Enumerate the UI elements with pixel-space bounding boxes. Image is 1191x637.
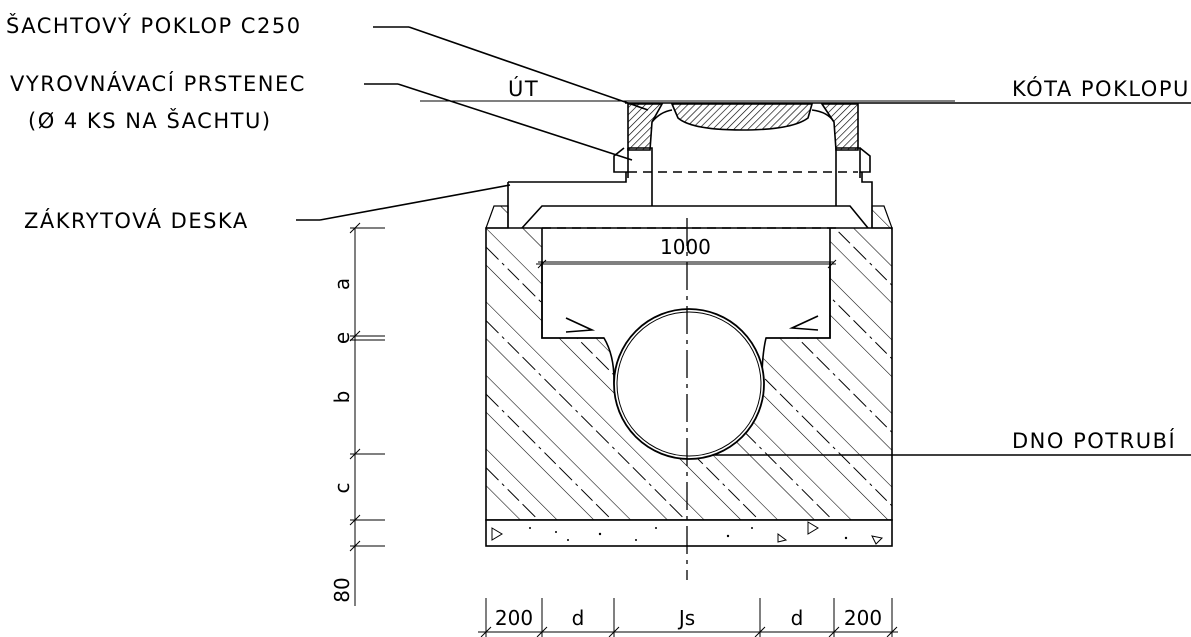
dim-80: 80 bbox=[330, 577, 354, 602]
manhole-cover bbox=[625, 102, 860, 151]
leveling-ring-label: VYROVNÁVACÍ PRSTENEC bbox=[10, 71, 306, 96]
pipe-bottom-label: DNO POTRUBÍ bbox=[1012, 428, 1176, 453]
cover-elevation-label: KÓTA POKLOPU bbox=[1012, 76, 1190, 101]
dim-c: c bbox=[330, 483, 354, 494]
leveling-ring-callout: VYROVNÁVACÍ PRSTENEC (Ø 4 KS NA ŠACHTU) bbox=[10, 71, 633, 161]
inner-width-value: 1000 bbox=[660, 235, 711, 259]
dim-200-left: 200 bbox=[495, 606, 533, 630]
terrain-level-label: ÚT bbox=[508, 76, 539, 101]
inner-width-dimension: 1000 bbox=[536, 235, 837, 269]
leveling-ring-note: (Ø 4 KS NA ŠACHTU) bbox=[28, 108, 272, 133]
manhole-cover-callout: ŠACHTOVÝ POKLOP C250 bbox=[6, 13, 649, 111]
cover-slab-label: ZÁKRYTOVÁ DESKA bbox=[24, 208, 249, 233]
dim-e: e bbox=[330, 332, 354, 344]
leveling-ring bbox=[613, 147, 871, 206]
cover-slab bbox=[485, 172, 893, 229]
horizontal-dimension-chain: 200 d Js d 200 bbox=[478, 598, 898, 637]
pipe-bottom-callout: DNO POTRUBÍ bbox=[686, 428, 1191, 456]
dim-b: b bbox=[330, 391, 354, 404]
dim-d-left: d bbox=[572, 606, 585, 630]
terrain-line: ÚT KÓTA POKLOPU bbox=[420, 76, 1191, 104]
dim-a: a bbox=[330, 278, 354, 290]
vertical-dimension-chain: a e b c 80 bbox=[330, 222, 385, 606]
dim-200-right: 200 bbox=[844, 606, 882, 630]
cover-slab-callout: ZÁKRYTOVÁ DESKA bbox=[24, 184, 511, 233]
pipe bbox=[613, 308, 765, 460]
sub-base bbox=[485, 519, 893, 547]
manhole-cover-label: ŠACHTOVÝ POKLOP C250 bbox=[6, 13, 302, 38]
dim-js: Js bbox=[677, 606, 695, 630]
dim-d-right: d bbox=[791, 606, 804, 630]
